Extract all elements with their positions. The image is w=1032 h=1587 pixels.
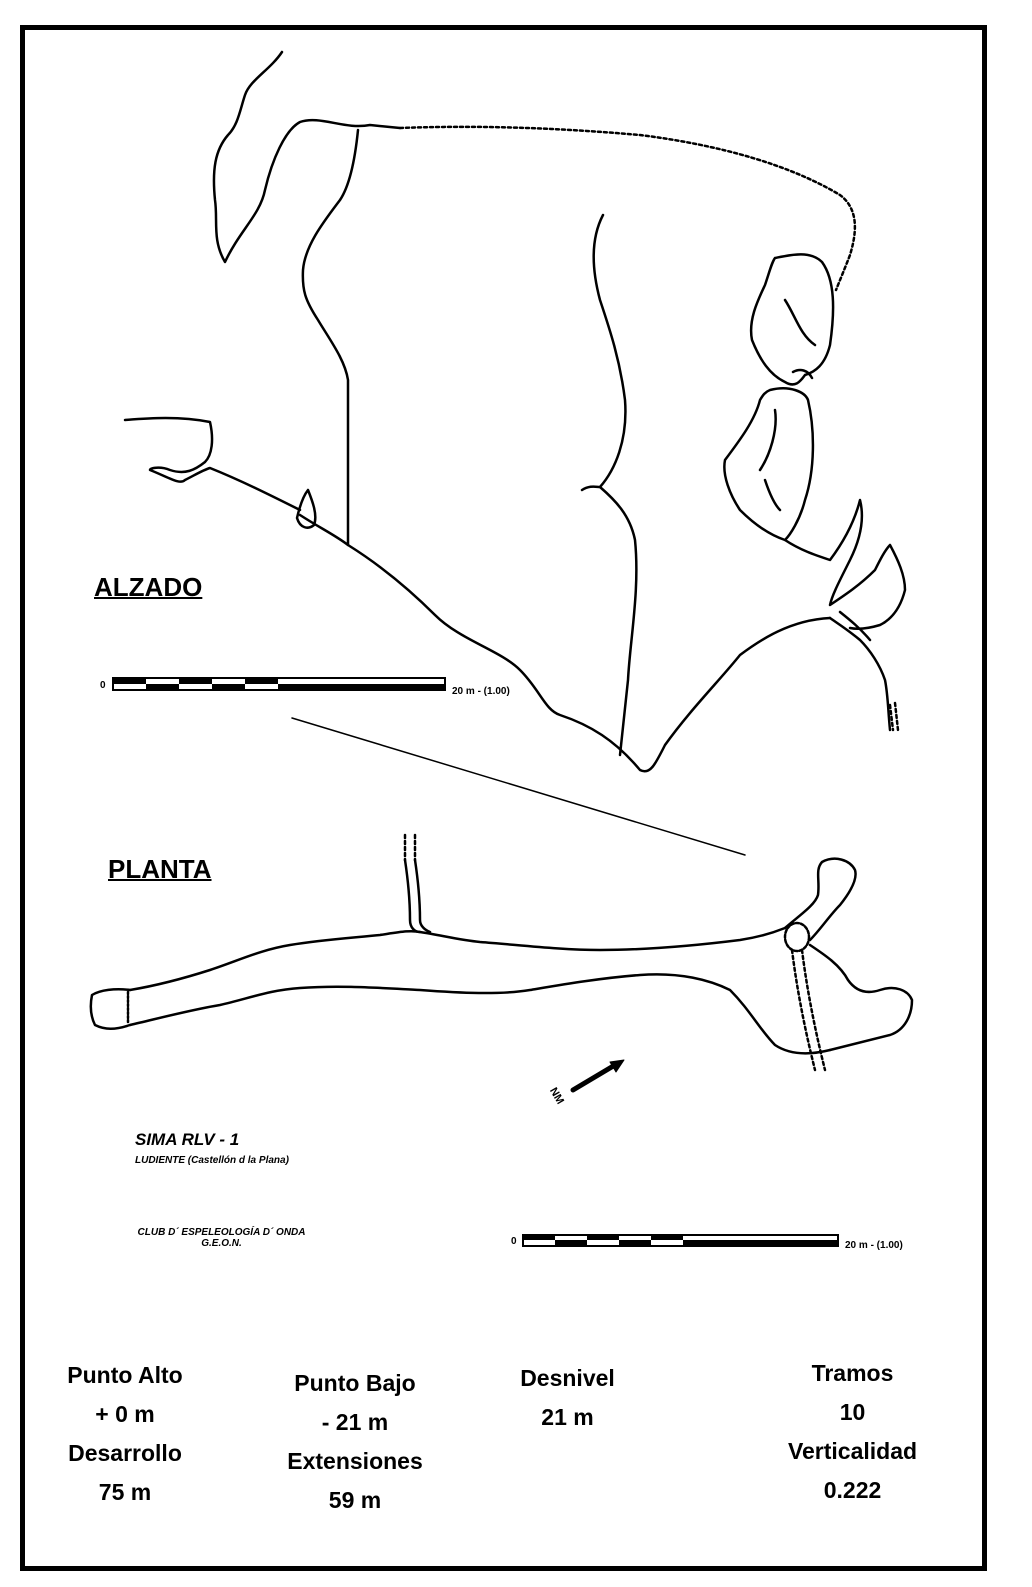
- stat-desnivel-value: 21 m: [541, 1404, 594, 1430]
- stat-desarrollo-label: Desarrollo: [68, 1440, 182, 1466]
- elevation-right-chamber-lower: [723, 387, 815, 542]
- scale-bar-top: [112, 677, 446, 691]
- stat-extensiones-value: 59 m: [328, 1487, 382, 1513]
- plan-entrance-end: [89, 987, 132, 1030]
- stat-extensiones-label: Extensiones: [287, 1448, 423, 1474]
- scale-top-end: 20 m - (1.00): [452, 686, 510, 697]
- elevation-small-chamber: [295, 488, 317, 529]
- scale-bottom-end: 20 m - (1.00): [845, 1240, 903, 1251]
- club-abbreviation: G.E.O.N.: [201, 1238, 242, 1249]
- stats-tramos-verticalidad: Tramos 10 Verticalidad 0.222: [770, 1360, 935, 1516]
- plan-heading: PLANTA: [108, 854, 212, 884]
- stat-alto-label: Punto Alto: [67, 1362, 183, 1388]
- elevation-central-branch: [592, 213, 638, 757]
- stat-desnivel-label: Desnivel: [520, 1365, 615, 1391]
- elevation-left-entrance: [123, 416, 302, 512]
- plan-upper-wall: [128, 926, 787, 992]
- scale-bar-bottom: [522, 1234, 839, 1247]
- stat-tramos-label: Tramos: [811, 1360, 894, 1386]
- elevation-wall-upper-left: [212, 50, 402, 264]
- stats-bajo-extensiones: Punto Bajo - 21 m Extensiones 59 m: [275, 1370, 435, 1526]
- stat-verticalidad-value: 0.222: [823, 1477, 882, 1503]
- elevation-heading: ALZADO: [94, 572, 203, 602]
- elevation-floor: [298, 513, 832, 773]
- stat-alto-value: + 0 m: [95, 1401, 155, 1427]
- club-name: CLUB D´ ESPELEOLOGÍA D´ ONDA G.E.O.N.: [134, 1227, 309, 1249]
- club-full-name: CLUB D´ ESPELEOLOGÍA D´ ONDA: [137, 1227, 306, 1238]
- scale-top-start: 0: [100, 680, 106, 691]
- stats-desnivel: Desnivel 21 m: [500, 1365, 635, 1443]
- stat-desarrollo-value: 75 m: [98, 1479, 152, 1505]
- stat-bajo-label: Punto Bajo: [294, 1370, 416, 1396]
- scale-bottom-start: 0: [511, 1236, 517, 1247]
- drawing-frame: [20, 25, 987, 1571]
- plan-lower-wall: [128, 973, 832, 1055]
- elevation-right-chamber-upper: [749, 253, 835, 386]
- plan-north-branch: [403, 858, 422, 934]
- stat-tramos-value: 10: [839, 1399, 866, 1425]
- elevation-dashed-top: [398, 125, 857, 292]
- view-connector-line: [291, 717, 746, 856]
- plan-right-chamber: [783, 857, 857, 942]
- elevation-inner-wall: [301, 128, 360, 547]
- stats-alto-desarrollo: Punto Alto + 0 m Desarrollo 75 m: [55, 1362, 195, 1518]
- elevation-right-branch: [783, 498, 907, 631]
- stat-bajo-value: - 21 m: [321, 1409, 389, 1435]
- stat-verticalidad-label: Verticalidad: [787, 1438, 918, 1464]
- cave-name: SIMA RLV - 1: [135, 1130, 240, 1149]
- plan-pit: [783, 921, 811, 953]
- cave-location: LUDIENTE (Castellón d la Plana): [135, 1155, 289, 1166]
- north-arrow-icon: [570, 1059, 625, 1093]
